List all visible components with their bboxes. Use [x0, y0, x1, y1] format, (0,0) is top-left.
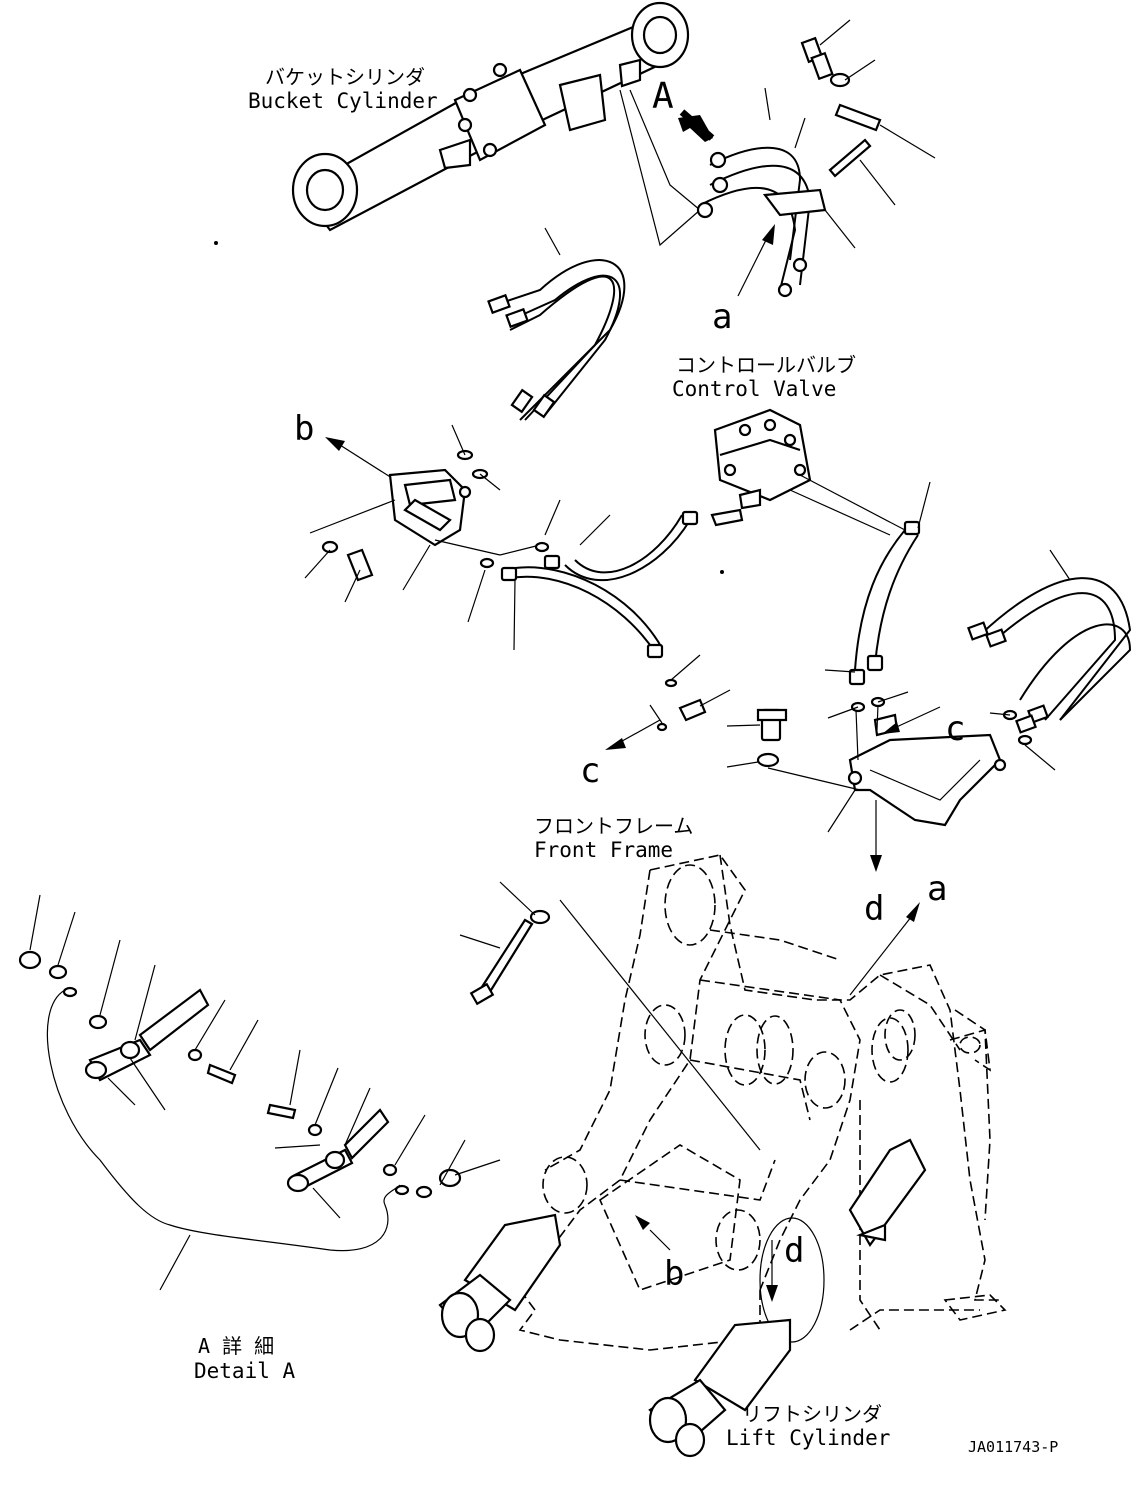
callout-c-right: c: [945, 709, 965, 749]
control-valve-label-en: Control Valve: [672, 377, 836, 401]
top-right-parts: [764, 19, 936, 249]
callout-d-arrow: [870, 800, 882, 872]
callout-d-circle-label: d: [784, 1231, 804, 1271]
callout-A-arrow: [678, 109, 715, 142]
callout-a-right: a: [927, 869, 947, 909]
callout-c-left: c: [580, 751, 600, 791]
bucket-hoses: [696, 146, 827, 298]
callout-a-top-arrow: [737, 224, 775, 297]
manifold-block: [304, 424, 611, 651]
callout-a-right-arrow: [849, 902, 920, 996]
callout-c-right-arrow: [882, 706, 941, 734]
callout-b-left: b: [294, 409, 314, 449]
frame-bolt: [459, 881, 761, 1151]
control-valve: [713, 408, 906, 536]
bucket-cylinder: [291, 1, 701, 247]
callout-b-frame: b: [664, 1254, 684, 1294]
bucket-cylinder-label-jp: バケットシリンダ: [265, 65, 425, 89]
front-frame: [518, 854, 1007, 1351]
callout-d-arrow-label: d: [864, 889, 884, 929]
hose-pair-upper: [487, 227, 626, 421]
callout-A: A: [652, 76, 674, 117]
c-left-fittings: [605, 654, 731, 750]
callout-a-top: a: [712, 297, 732, 337]
callout-b-frame-arrow: [635, 1215, 671, 1251]
valve-hoses-right: [848, 481, 931, 686]
detail-a-label-en: Detail A: [194, 1359, 296, 1383]
callout-b-left-arrow: [325, 437, 396, 481]
drawing-number: JA011743-P: [968, 1438, 1058, 1456]
bucket-cylinder-label-en: Bucket Cylinder: [248, 89, 438, 113]
lift-cylinder-label-jp: リフトシリンダ: [742, 1402, 882, 1426]
detail-a-drawing: [18, 894, 501, 1291]
detail-a-label-jp: A 詳 細: [198, 1334, 274, 1358]
right-manifold: [726, 549, 1132, 833]
callout-d-circle: [759, 1217, 825, 1343]
control-valve-label-jp: コントロールバルブ: [676, 353, 856, 377]
front-frame-label-jp: フロントフレーム: [534, 814, 693, 838]
lift-cylinder-label-en: Lift Cylinder: [726, 1426, 890, 1450]
lift-cylinders: [438, 1138, 927, 1458]
front-frame-label-en: Front Frame: [534, 838, 673, 862]
valve-hoses-lower: [500, 508, 744, 659]
